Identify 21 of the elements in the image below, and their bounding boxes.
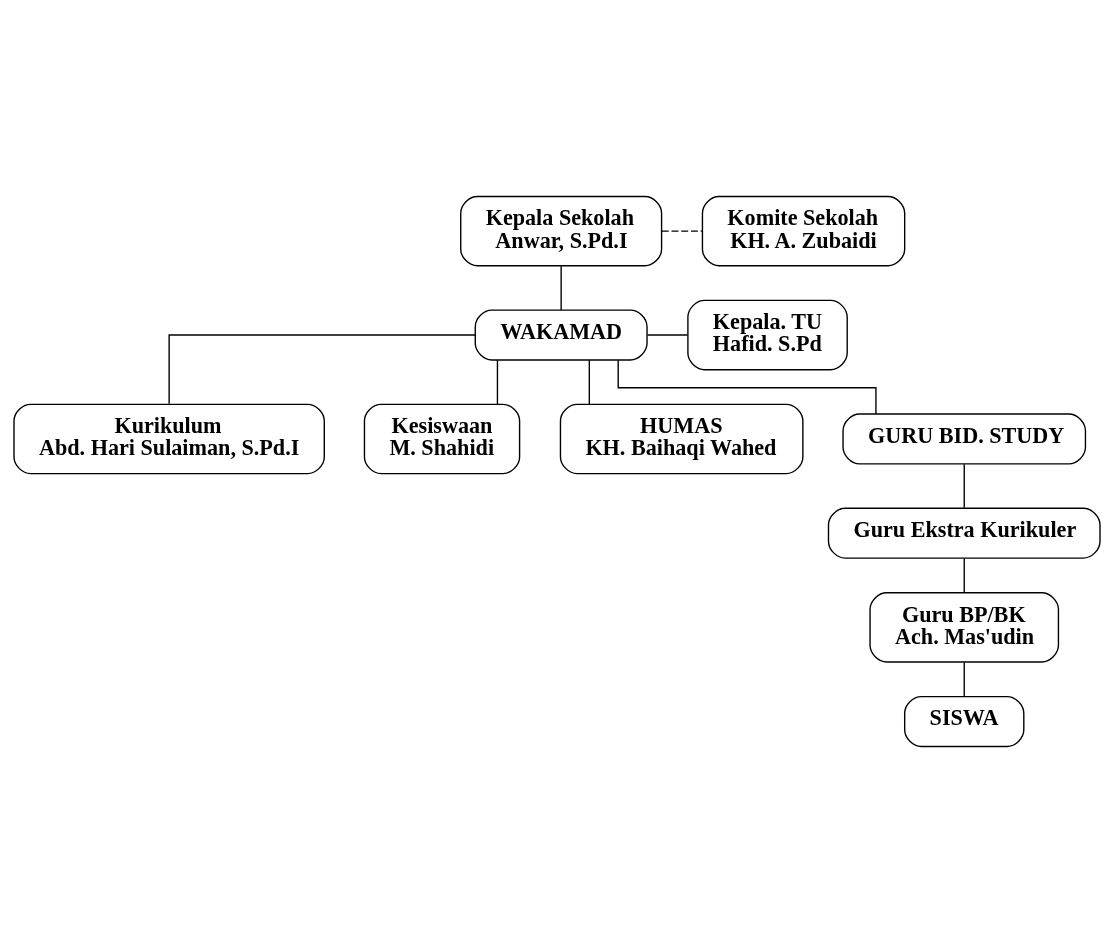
node-box: Kurikulum Abd. Hari Sulaiman, S.Pd.I <box>13 403 325 474</box>
connector <box>661 229 704 232</box>
node-box: GURU BID. STUDY <box>842 412 1087 465</box>
node-box: Komite Sekolah KH. A. Zubaidi <box>701 195 906 266</box>
connector <box>496 359 499 405</box>
node-box: Kepala Sekolah Anwar, S.Pd.I <box>460 195 663 266</box>
connector <box>588 359 590 405</box>
connector <box>168 333 476 404</box>
connector <box>963 557 965 593</box>
node-box: Kepala. TU Hafid. S.Pd <box>687 299 848 370</box>
node-box: SISWA <box>904 695 1025 747</box>
node-box: HUMAS KH. Baihaqi Wahed <box>559 403 804 474</box>
node-box: Kesiswaan M. Shahidi <box>363 403 521 474</box>
connector <box>963 661 965 697</box>
connector <box>617 358 877 415</box>
connector <box>560 265 562 311</box>
node-box: Guru Ekstra Kurikuler <box>827 507 1101 559</box>
connector <box>646 333 689 336</box>
node-box: Guru BP/BK Ach. Mas'udin <box>869 591 1060 663</box>
node-box: WAKAMAD <box>474 308 648 361</box>
connector <box>963 463 965 509</box>
